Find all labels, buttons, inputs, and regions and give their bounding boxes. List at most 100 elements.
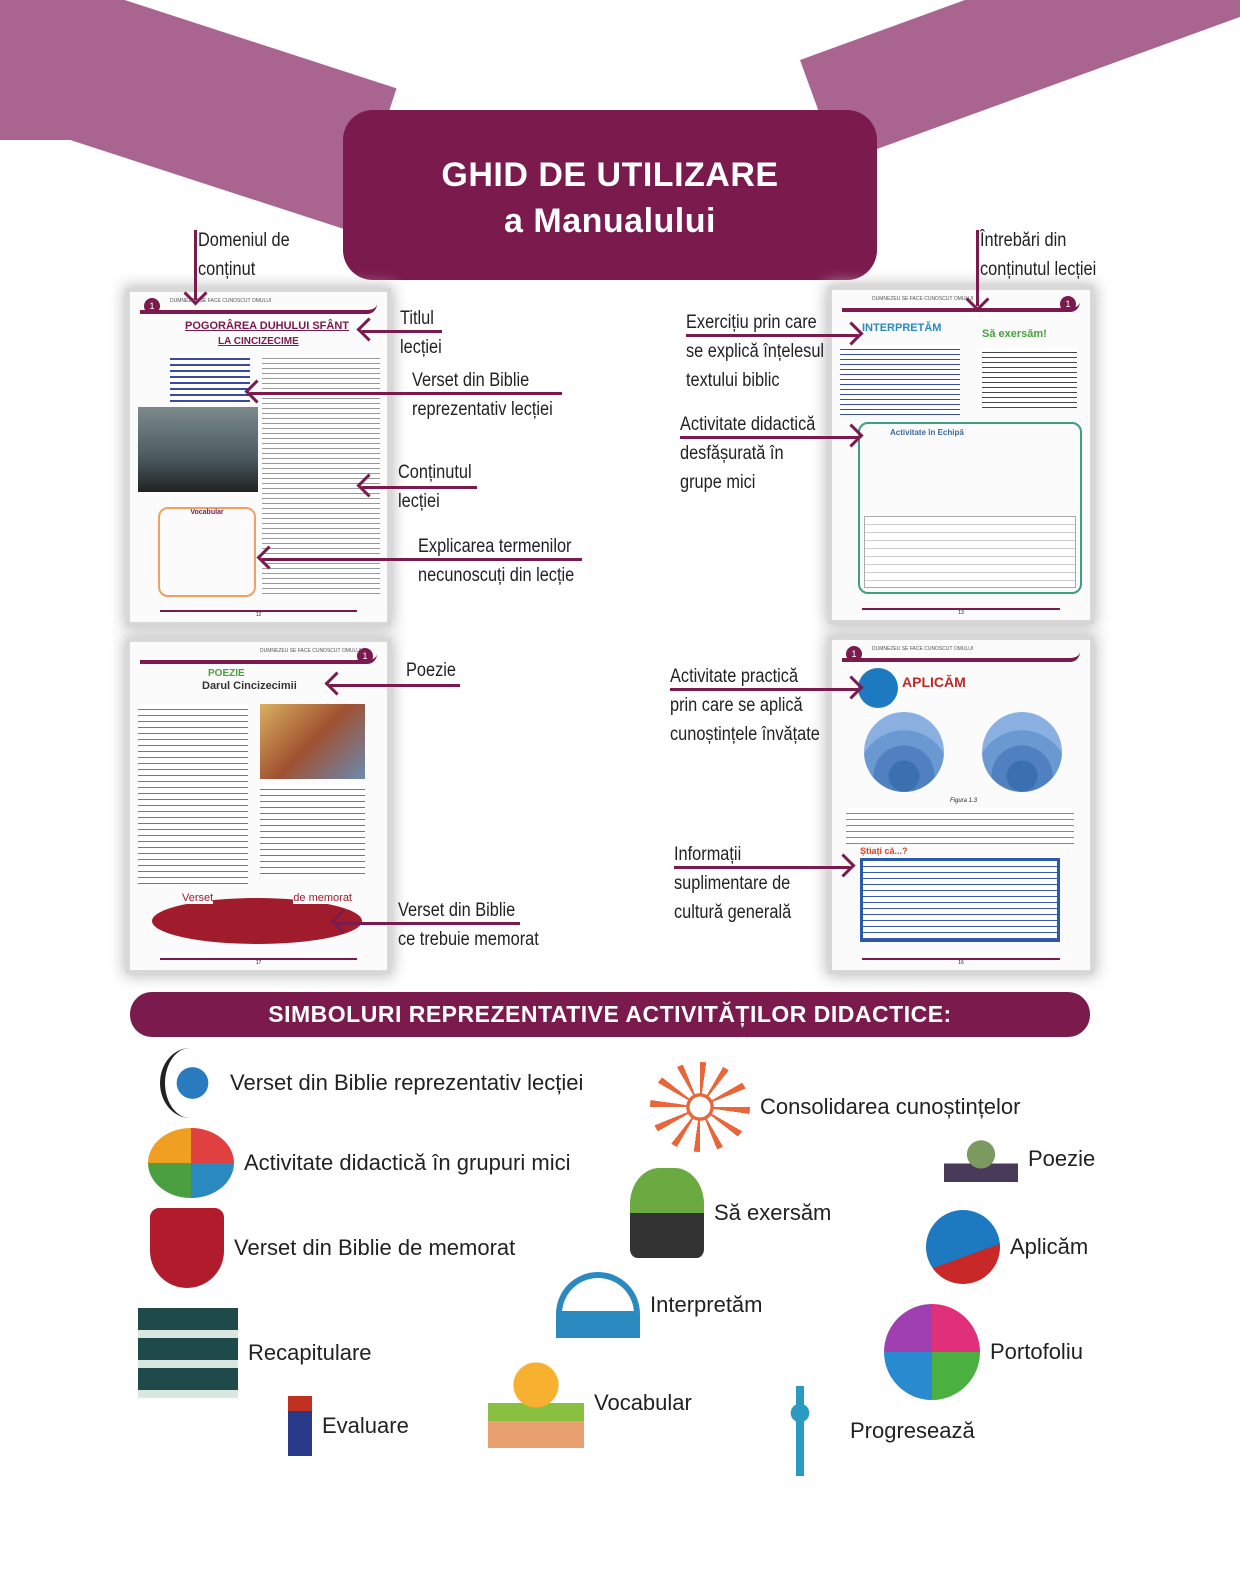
label-line: cunoștințele învățate	[670, 724, 820, 745]
four-petal-icon	[884, 1304, 980, 1400]
memory-verse-banner: Verset de memorat	[152, 892, 362, 944]
symbol-label: Să exersăm	[714, 1200, 832, 1225]
label-line: Domeniul de	[198, 230, 290, 251]
poem-title: Darul Cincizecimii	[202, 680, 297, 692]
label-memorize: Verset din Biblie ce trebuie memorat	[398, 896, 539, 954]
label-line: Explicarea termenilor	[418, 536, 572, 557]
symbol-portfolio: Portofoliu	[884, 1304, 1083, 1400]
symbol-label: Aplicăm	[1010, 1234, 1089, 1259]
memo-label-1: Verset	[182, 892, 214, 904]
symbol-eval: Evaluare	[288, 1396, 409, 1456]
apply-icon	[858, 668, 898, 708]
exercise-heading: Să exersăm!	[982, 328, 1047, 340]
vocab-title: Vocabular	[190, 509, 224, 516]
unit-header: DUMNEZEU SE FACE CUNOSCUT OMULUI	[842, 646, 1080, 662]
label-line: Activitate practică	[670, 666, 799, 687]
page-number: 17	[160, 958, 357, 966]
label-line: grupe mici	[680, 472, 756, 493]
label-line: Verset din Biblie	[398, 900, 516, 921]
arrow-domain	[194, 230, 197, 300]
page-number: 16	[862, 958, 1060, 966]
arrow-terms	[262, 558, 582, 561]
label-line: se explică înțelesul	[686, 341, 825, 362]
label-line: prin care se aplică	[670, 695, 803, 716]
poem-text-2	[260, 784, 365, 879]
interpret-heading: INTERPRETĂM	[862, 322, 942, 334]
book-tree-icon	[650, 1062, 750, 1152]
label-line: Conținutul	[398, 462, 472, 483]
symbols-banner: SIMBOLURI REPREZENTATIVE ACTIVITĂȚILOR D…	[130, 992, 1090, 1037]
symbol-label: Activitate didactică în grupuri mici	[244, 1150, 571, 1175]
growing-person-icon	[760, 1386, 840, 1476]
thumbnail-exercise-page: 1 DUMNEZEU SE FACE CUNOSCUT OMULUI INTER…	[832, 290, 1090, 620]
label-line: suplimentare de	[674, 873, 791, 894]
candle-chart-icon	[288, 1396, 312, 1456]
label-line: textului biblic	[686, 370, 780, 391]
label-line: lecției	[398, 491, 440, 512]
decorative-band-top-left	[0, 0, 120, 140]
know-heading: Știați că...?	[860, 846, 908, 856]
sun-book-hands-icon	[488, 1358, 584, 1448]
label-line: Poezie	[406, 660, 456, 681]
symbol-verse: Verset din Biblie reprezentativ lecției	[160, 1048, 583, 1118]
label-line: ce trebuie memorat	[398, 929, 539, 950]
page-number: 12	[160, 610, 357, 618]
symbol-label: Poezie	[1028, 1146, 1096, 1171]
symbol-poem: Poezie	[944, 1136, 1095, 1182]
title-line-1: Ghid de utilizare	[441, 156, 779, 194]
label-domain: Domeniul de conținut	[198, 226, 290, 284]
symbol-label: Progresează	[850, 1418, 975, 1443]
title-line-2: a Manualului	[504, 202, 716, 240]
arrow-group	[680, 436, 858, 439]
group-activity-box: Activitate în Echipă	[858, 422, 1082, 594]
know-box	[860, 858, 1060, 942]
verse-text	[170, 354, 250, 404]
exercise-text	[840, 345, 960, 415]
symbol-label: Recapitulare	[248, 1340, 372, 1365]
arrow-questions	[976, 230, 979, 306]
label-line: necunoscuți din lecție	[418, 565, 575, 586]
poem-tag: POEZIE	[208, 668, 245, 679]
group-table	[864, 516, 1076, 588]
unit-header: DUMNEZEU SE FACE CUNOSCUT OMULUI	[140, 648, 377, 664]
symbol-apply: Aplicăm	[926, 1210, 1088, 1284]
thumbnail-lesson-page: 1 DUMNEZEU SE FACE CUNOSCUT OMULUI POGOR…	[130, 292, 387, 622]
label-line: conținut	[198, 259, 256, 280]
symbol-exercise: Să exersăm	[630, 1168, 831, 1258]
symbol-label: Verset din Biblie de memorat	[234, 1235, 516, 1260]
page-number: 13	[862, 608, 1060, 616]
symbol-label: Portofoliu	[990, 1339, 1083, 1364]
label-line: Informații	[674, 844, 742, 865]
label-line: Titlul	[400, 308, 434, 329]
leaves-people-icon	[630, 1168, 704, 1258]
diagram-left	[864, 712, 944, 792]
photo	[138, 407, 258, 492]
label-line: Întrebări din	[980, 230, 1067, 251]
label-line: Verset din Biblie	[412, 370, 530, 391]
label-content: Conținutul lecției	[398, 458, 472, 516]
symbol-label: Evaluare	[322, 1413, 409, 1438]
label-line: lecției	[400, 337, 442, 358]
label-line: Activitate didactică	[680, 414, 816, 435]
label-terms: Explicarea termenilor necunoscuți din lec…	[418, 532, 574, 590]
symbol-progress: Progresează	[760, 1386, 975, 1476]
open-bible-icon	[160, 1048, 220, 1118]
arrow-memorize	[336, 922, 520, 925]
apply-heading: Aplicăm	[902, 674, 966, 690]
group-people-icon	[148, 1128, 234, 1198]
poem-illustration	[260, 704, 365, 779]
arrow-verse	[250, 392, 562, 395]
arrow-exercise	[686, 334, 858, 337]
reaching-person-icon	[926, 1210, 1000, 1284]
symbol-interpret: Interpretăm	[556, 1272, 763, 1338]
arrow-info	[674, 866, 850, 869]
label-practical: Activitate practică prin care se aplică cu…	[670, 662, 820, 749]
exercise-list	[982, 348, 1077, 408]
memo-label-2: de memorat	[293, 892, 352, 904]
questions-text	[846, 808, 1074, 844]
thumbnail-apply-page: 1 DUMNEZEU SE FACE CUNOSCUT OMULUI Aplic…	[832, 640, 1090, 970]
